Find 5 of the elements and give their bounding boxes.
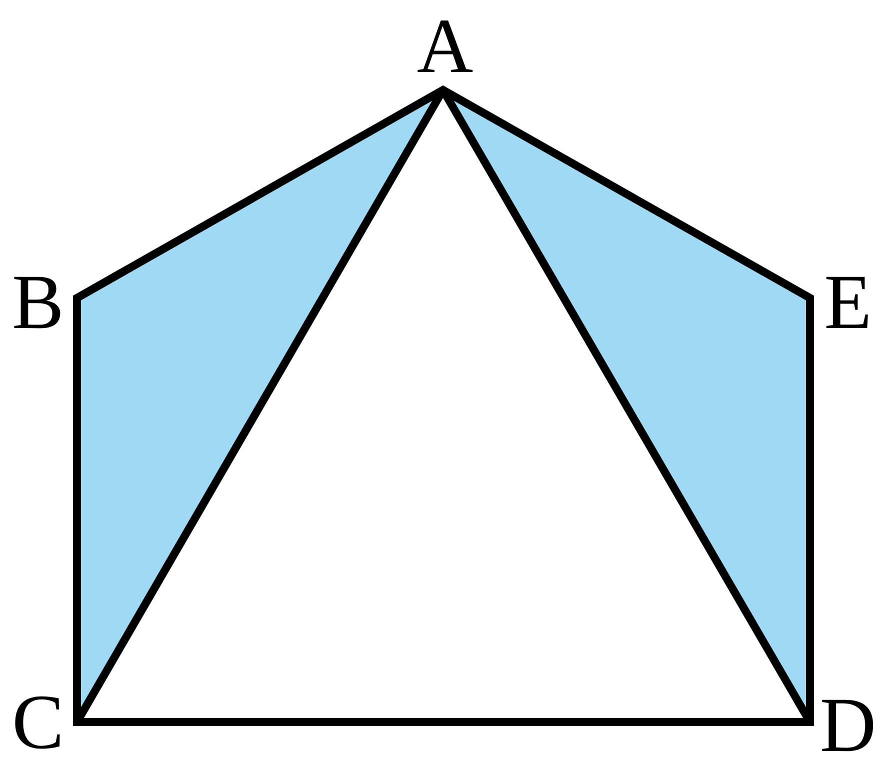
vertex-label: A bbox=[416, 7, 474, 85]
vertex-label: D bbox=[820, 686, 876, 764]
vertex-label: C bbox=[12, 683, 64, 761]
vertex-label: E bbox=[824, 263, 872, 341]
vertex-label: B bbox=[12, 263, 64, 341]
